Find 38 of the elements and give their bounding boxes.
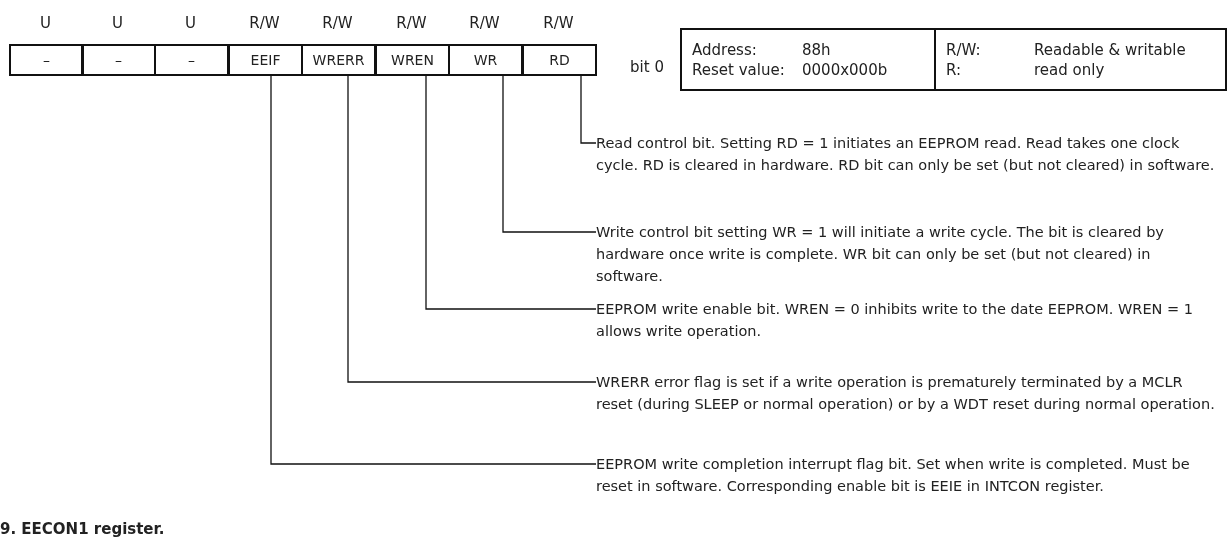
register-bit-cell: WR xyxy=(448,44,523,76)
leader-line xyxy=(502,75,597,233)
figure-caption: 9. EECON1 register. xyxy=(0,520,165,538)
access-type-label: R/W xyxy=(468,14,501,32)
register-bit-cell: WRERR xyxy=(301,44,376,76)
bit-description: EEPROM write completion interrupt flag bit. Set when write is completed. Must be reset in software. Corresponding enable bit is EEIE in INTCON register. xyxy=(596,453,1221,497)
access-type-label: R/W xyxy=(395,14,428,32)
register-bit-cell: – xyxy=(9,44,84,76)
access-type-label: U xyxy=(111,14,124,32)
register-bit-cell: – xyxy=(154,44,229,76)
bit-number-label: bit 0 xyxy=(629,58,665,76)
register-bit-cell: WREN xyxy=(375,44,450,76)
access-type-label: R/W xyxy=(542,14,575,32)
leader-line xyxy=(347,75,597,383)
leader-line xyxy=(270,75,597,465)
register-bit-cell: RD xyxy=(522,44,597,76)
access-type-label: U xyxy=(184,14,197,32)
register-info-box xyxy=(934,28,1227,91)
bit-description: Read control bit. Setting RD = 1 initiates an EEPROM read. Read takes one clock cycle. RD is cleared in hardware. RD bit can only be set (but not cleared) in software. xyxy=(596,132,1221,176)
info-text: 88h xyxy=(802,40,832,59)
info-text: Address: xyxy=(692,40,758,59)
bit-description: Write control bit setting WR = 1 will initiate a write cycle. The bit is cleared by hardware once write is complete. WR bit can only be set (but not cleared) in software. xyxy=(596,221,1221,287)
info-text: Readable & writable xyxy=(1034,40,1187,59)
leader-line xyxy=(425,75,597,310)
info-text: Reset value: xyxy=(692,60,786,79)
leader-line xyxy=(580,75,597,144)
bit-description: WRERR error flag is set if a write operation is prematurely terminated by a MCLR reset (during SLEEP or normal operation) or by a WDT reset during normal operation. xyxy=(596,371,1221,415)
bit-description: EEPROM write enable bit. WREN = 0 inhibits write to the date EEPROM. WREN = 1 allows write operation. xyxy=(596,298,1221,342)
info-text: 0000x000b xyxy=(802,60,889,79)
access-type-label: U xyxy=(39,14,52,32)
info-text: R: xyxy=(946,60,962,79)
info-text: read only xyxy=(1034,60,1106,79)
register-bit-cell: EEIF xyxy=(228,44,303,76)
access-type-label: R/W xyxy=(248,14,281,32)
register-info-box xyxy=(680,28,936,91)
access-type-label: R/W xyxy=(321,14,354,32)
info-text: R/W: xyxy=(946,40,982,59)
register-bit-cell: – xyxy=(81,44,156,76)
